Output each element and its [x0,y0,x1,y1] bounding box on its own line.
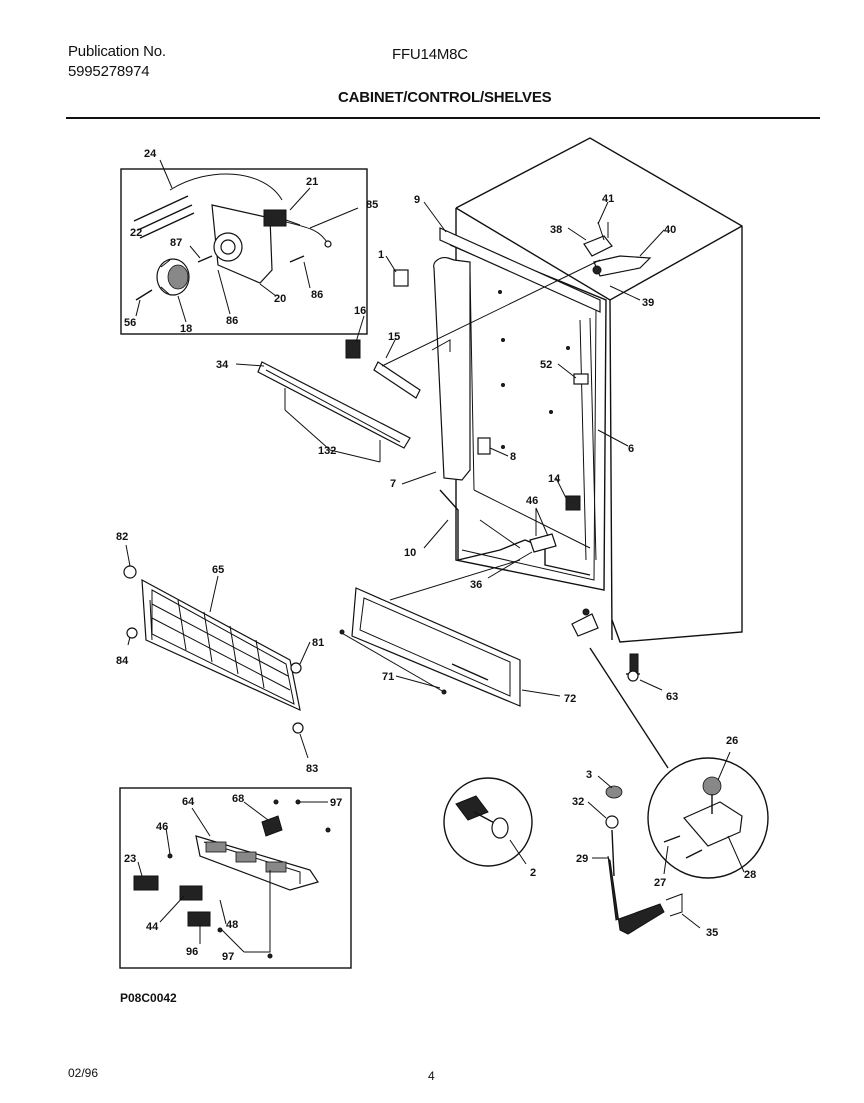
publication-label: Publication No. [68,43,166,60]
callout-8a: 8 [510,451,516,463]
page-number: 4 [428,1069,435,1083]
callout-56: 56 [124,317,136,329]
callout-48: 48 [226,919,238,931]
control-panel-inset [119,787,352,969]
callout-20: 20 [274,293,286,305]
callout-96: 96 [186,946,198,958]
revision-date: 02/96 [68,1066,99,1080]
callout-38: 38 [550,224,562,236]
freezer-cabinet [235,137,743,691]
callout-6: 6 [628,443,634,455]
callout-16: 16 [354,305,366,317]
callout-84: 84 [116,655,129,667]
callout-85: 85 [366,199,378,211]
callout-23: 23 [124,853,136,865]
callout-14: 14 [548,473,561,485]
callout-97b: 97 [222,951,234,963]
hinge-bracket-detail [647,751,769,879]
callout-68: 68 [232,793,244,805]
grille-assembly [123,544,311,759]
callout-21: 21 [306,176,318,188]
callout-32: 32 [572,796,584,808]
callout-35: 35 [706,927,718,939]
callout-15: 15 [388,331,400,343]
section-title: CABINET/CONTROL/SHELVES [338,89,552,106]
figure-code: P08C0042 [120,991,177,1005]
callout-64: 64 [182,796,195,808]
callout-83: 83 [306,763,318,775]
callout-41: 41 [602,193,614,205]
callout-10: 10 [404,547,416,559]
callout-65: 65 [212,564,224,576]
publication-number: 5995278974 [68,63,150,80]
callout-46a: 46 [526,495,538,507]
callout-labels: 24 21 85 22 87 20 86 56 18 86 9 1 16 15 … [116,148,756,963]
callout-86a: 86 [311,289,323,301]
callout-39: 39 [642,297,654,309]
control-assembly-inset [120,159,368,335]
model-number: FFU14M8C [392,46,468,63]
callout-24: 24 [144,148,157,160]
callout-46b: 46 [156,821,168,833]
callout-36: 36 [470,579,482,591]
drain-plug-detail [443,777,533,867]
callout-26: 26 [726,735,738,747]
callout-44: 44 [146,921,159,933]
callout-7: 7 [390,478,396,490]
callout-97a: 97 [330,797,342,809]
callout-82: 82 [116,531,128,543]
callout-27: 27 [654,877,666,889]
callout-29: 29 [576,853,588,865]
callout-72: 72 [564,693,576,705]
callout-9: 9 [414,194,420,206]
callout-3: 3 [586,769,592,781]
callout-22: 22 [130,227,142,239]
callout-2: 2 [530,867,536,879]
callout-34: 34 [216,359,229,371]
bottom-hinge-parts [587,647,701,935]
header-rule [66,117,820,119]
callout-81: 81 [312,637,324,649]
callout-86b: 86 [226,315,238,327]
callout-1: 1 [378,249,384,261]
callout-18: 18 [180,323,192,335]
callout-71: 71 [382,671,394,683]
callout-40: 40 [664,224,676,236]
callout-28: 28 [744,869,756,881]
callout-132: 132 [318,445,336,457]
callout-63: 63 [666,691,678,703]
callout-87: 87 [170,237,182,249]
kickplate [339,559,561,707]
callout-52: 52 [540,359,552,371]
